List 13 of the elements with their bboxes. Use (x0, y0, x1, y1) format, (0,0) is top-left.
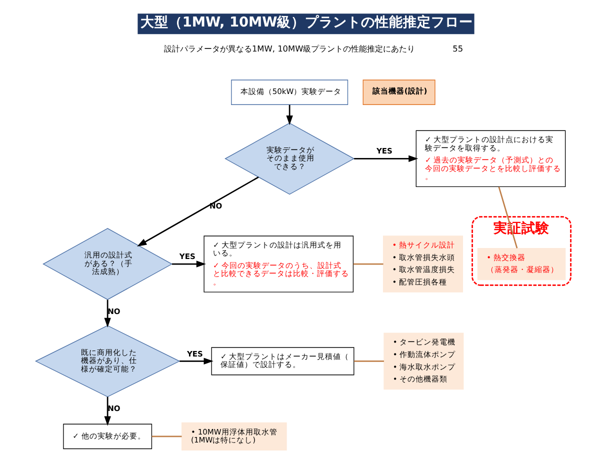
diagram-title: 大型（1MW, 10MW級）プラントの性能推定フロー (140, 14, 474, 31)
arrow (354, 155, 418, 162)
connector (353, 263, 384, 265)
label: 55 (452, 43, 464, 54)
arrow (104, 300, 111, 328)
arrow (172, 260, 206, 268)
arrow (180, 358, 214, 365)
arrow (104, 396, 111, 426)
arrow (137, 176, 259, 247)
connector (354, 360, 384, 362)
connector (152, 436, 182, 438)
arrow (286, 104, 293, 126)
label: 設計パラメータが異なる1MW, 10MW級プラントの性能推定にあたり (164, 43, 416, 54)
